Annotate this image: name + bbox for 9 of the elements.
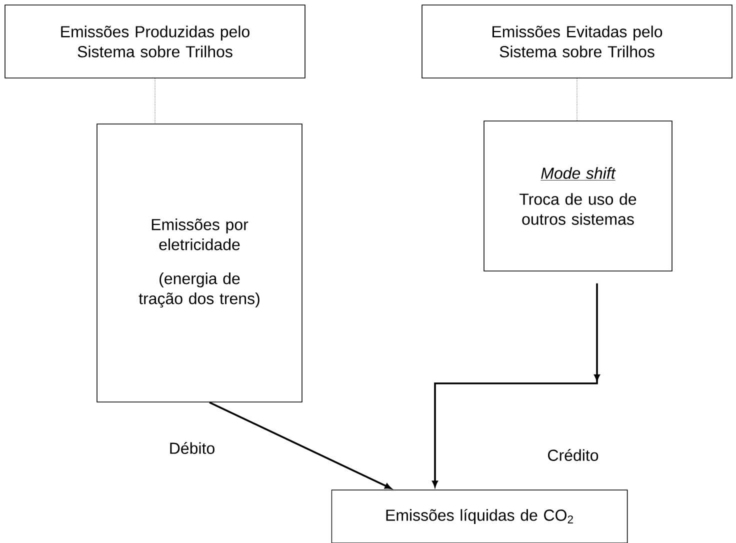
text-box: Emissões Evitadas pelo Sistema sobre Trilhos xyxy=(422,4,732,78)
text-box: Emissões Produzidas pelo Sistema sobre Trilhos xyxy=(4,4,306,78)
edge-label: Crédito xyxy=(545,447,601,463)
arrow xyxy=(432,283,600,487)
text-box: Emissões por eletricidade (energia de tração dos trens) xyxy=(96,124,302,402)
text-box: Emissões líquidas de CO$_{2}$ xyxy=(331,490,628,543)
arrow xyxy=(209,402,392,489)
edge-label: Débito xyxy=(166,440,218,456)
text-box: Mode shift Troca de uso de outros sistemas xyxy=(484,120,672,272)
